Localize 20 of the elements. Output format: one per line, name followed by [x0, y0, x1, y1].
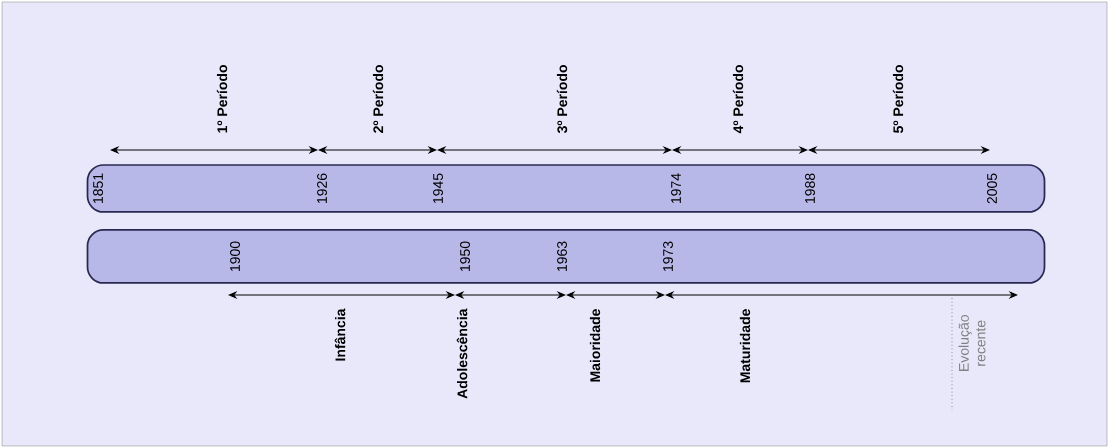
year-label: 2005 — [987, 173, 997, 204]
period-label: 3º Período — [556, 65, 568, 134]
year-label: 1945 — [433, 173, 443, 203]
year-label: 1974 — [671, 173, 681, 203]
year-label: 1950 — [460, 241, 470, 271]
phase-label: Maioridade — [589, 309, 601, 382]
period-label: 1º Período — [216, 65, 228, 133]
year-label: 1926 — [317, 173, 327, 203]
year-label: 1900 — [230, 241, 240, 271]
period-label: 4º Período — [732, 65, 744, 134]
year-label: 1851 — [93, 173, 103, 203]
phase-label: Maturidade — [739, 309, 751, 383]
year-label: 1973 — [663, 241, 673, 271]
period-label: 2º Período — [372, 65, 384, 133]
period-label: 5º Período — [892, 65, 904, 133]
year-label: 1988 — [805, 173, 815, 203]
year-label: 1963 — [557, 241, 567, 271]
phase-label: Evolução recente — [958, 315, 986, 371]
phase-label: Adolescência — [456, 308, 468, 399]
phase-label: Infância — [334, 308, 346, 361]
